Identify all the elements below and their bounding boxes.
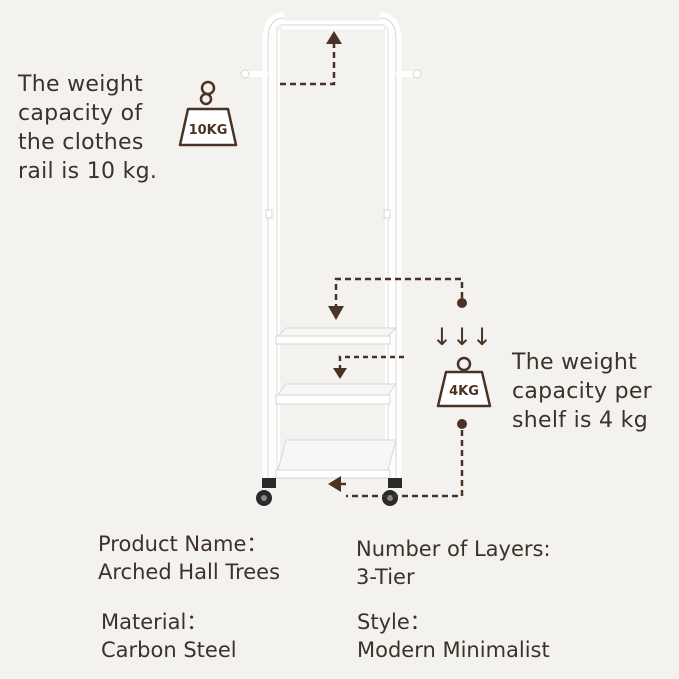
shelf-top-dot: [457, 298, 467, 308]
spec-material: Material： Carbon Steel: [101, 608, 237, 664]
weight-4kg-icon: 4KG: [436, 356, 492, 408]
shelf-capacity-callout: The weight capacity per shelf is 4 kg: [512, 348, 652, 435]
shelf-bottom: [275, 439, 397, 479]
caster-wheel-right: [382, 478, 402, 506]
spec-value: Arched Hall Trees: [98, 560, 281, 584]
shelf-load-arrow-top: [334, 277, 464, 306]
shelf-top: [275, 327, 398, 345]
clothes-rack: [240, 12, 422, 480]
rail-callout-line: the clothes: [18, 130, 144, 155]
spec-label: Material：: [101, 610, 208, 634]
shelf-middle: [275, 383, 397, 405]
rail-callout-line: The weight: [18, 72, 144, 97]
shelf-middle-arrow-head: [333, 368, 347, 379]
weight-10kg-icon: 10KG: [178, 80, 238, 147]
spec-value: Carbon Steel: [101, 638, 237, 662]
rail-load-arrow: [280, 42, 336, 86]
spec-label: Number of Layers:: [356, 537, 551, 561]
weight-10kg-label: 10KG: [189, 123, 228, 138]
rail-callout-line: capacity of: [18, 101, 143, 126]
shelf-load-arrow-bottom: [346, 430, 464, 498]
shelf-callout-line: The weight: [512, 350, 638, 375]
spec-value: Modern Minimalist: [357, 638, 550, 662]
spec-product-name: Product Name： Arched Hall Trees: [98, 530, 280, 586]
spec-label: Style：: [357, 610, 431, 634]
down-arrows-icon: ↓↓↓: [432, 323, 492, 351]
shelf-callout-line: capacity per: [512, 379, 653, 404]
shelf-bottom-arrow-head: [328, 476, 341, 492]
spec-number-of-layers: Number of Layers: 3-Tier: [356, 535, 551, 591]
rail-arrow-head: [326, 31, 342, 44]
shelf-top-arrow-head: [328, 306, 344, 320]
shelf-load-arrow-middle: [338, 355, 404, 368]
spec-value: 3-Tier: [356, 565, 415, 589]
shelf-bottom-dot: [457, 419, 467, 429]
spec-label: Product Name：: [98, 532, 268, 556]
rail-callout-line: rail is 10 kg.: [18, 159, 158, 184]
spec-style: Style： Modern Minimalist: [357, 608, 550, 664]
shelf-callout-line: shelf is 4 kg: [512, 408, 648, 433]
weight-4kg-label: 4KG: [449, 384, 479, 399]
rail-capacity-callout: The weight capacity of the clothes rail …: [18, 70, 157, 186]
caster-wheel-left: [256, 478, 276, 506]
